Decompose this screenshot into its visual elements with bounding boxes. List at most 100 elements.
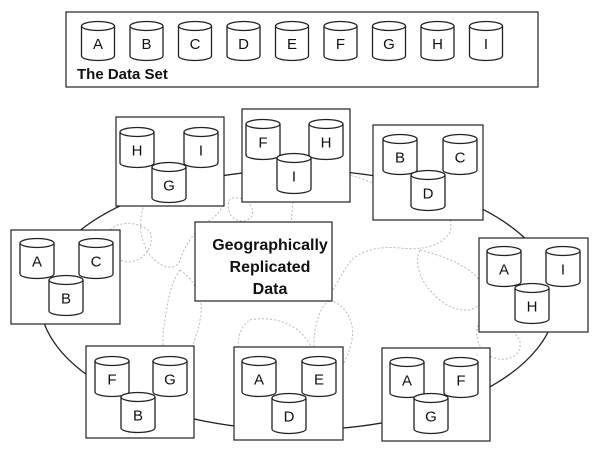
- data-set-item-f: F: [323, 20, 358, 62]
- replica-node-bcd: B C D: [372, 124, 484, 221]
- cylinder-label: C: [91, 254, 102, 271]
- cylinder-body: [241, 361, 277, 398]
- cylinder-label: A: [93, 36, 103, 53]
- replica-item-h: H: [514, 282, 550, 325]
- cylinder-top: [323, 20, 358, 32]
- cylinder-top: [19, 237, 55, 249]
- cylinder-label: H: [321, 135, 332, 152]
- cylinder-body: [514, 288, 550, 325]
- center-label-panel: Geographically Replicated Data: [194, 221, 333, 302]
- cylinder-label: I: [292, 169, 296, 186]
- cylinder-body: [119, 132, 155, 169]
- cylinder-body: [420, 26, 455, 62]
- cylinder-body: [323, 26, 358, 62]
- cylinder-top: [119, 126, 155, 138]
- cylinder-body: [78, 243, 114, 280]
- cylinder-top: [48, 274, 84, 286]
- cylinder-top: [420, 20, 455, 32]
- cylinder-top: [443, 356, 479, 368]
- replica-node-hig: H I G: [115, 116, 225, 207]
- center-label-line-1: Geographically: [212, 237, 328, 254]
- cylinder-top: [308, 118, 344, 130]
- cylinder-body: [442, 139, 478, 176]
- cylinder-body: [371, 26, 407, 62]
- cylinder-label: G: [383, 36, 395, 53]
- cylinder-label: C: [190, 36, 201, 53]
- cylinder-top: [371, 20, 407, 32]
- cylinder-top: [468, 20, 504, 32]
- replica-item-a: A: [389, 356, 425, 399]
- replica-item-i: I: [183, 126, 219, 169]
- cylinder-body: [271, 398, 307, 435]
- replica-item-b: B: [48, 274, 84, 317]
- replica-item-h: H: [308, 118, 344, 161]
- cylinder-body: [177, 26, 213, 62]
- cylinder-label: I: [561, 262, 565, 279]
- cylinder-top: [389, 356, 425, 368]
- replica-item-f: F: [94, 355, 130, 398]
- cylinder-body: [48, 280, 84, 317]
- cylinder-label: D: [238, 36, 249, 53]
- cylinder-body: [413, 398, 449, 435]
- cylinder-body: [410, 175, 446, 212]
- cylinder-label: A: [254, 372, 264, 389]
- data-set-title: The Data Set: [77, 66, 168, 83]
- cylinder-top: [245, 118, 281, 130]
- cylinder-label: G: [425, 409, 437, 426]
- cylinder-top: [152, 355, 188, 367]
- cylinder-top: [151, 161, 187, 173]
- replica-item-c: C: [442, 133, 478, 176]
- cylinder-label: G: [163, 178, 175, 195]
- replica-item-c: C: [78, 237, 114, 280]
- cylinder-top: [241, 355, 277, 367]
- replica-item-f: F: [245, 118, 281, 161]
- replica-item-i: I: [545, 245, 581, 288]
- cylinder-label: F: [258, 135, 267, 152]
- cylinder-top: [94, 355, 130, 367]
- cylinder-body: [151, 167, 187, 204]
- cylinder-top: [413, 392, 449, 404]
- replica-node-fhi: F H I: [241, 108, 351, 203]
- cylinder-body: [301, 361, 337, 398]
- replica-item-a: A: [241, 355, 277, 398]
- cylinder-top: [545, 245, 581, 257]
- cylinder-top: [276, 152, 312, 164]
- cylinder-top: [120, 391, 156, 403]
- replica-item-g: G: [152, 355, 188, 398]
- replica-item-g: G: [151, 161, 187, 204]
- cylinder-label: C: [455, 150, 466, 167]
- cylinder-label: G: [164, 372, 176, 389]
- cylinder-top: [271, 392, 307, 404]
- cylinder-label: D: [423, 186, 434, 203]
- cylinder-body: [129, 26, 164, 62]
- cylinder-top: [301, 355, 337, 367]
- cylinder-top: [183, 126, 219, 138]
- replica-item-g: G: [413, 392, 449, 435]
- cylinder-top: [382, 133, 418, 145]
- replica-item-b: B: [382, 133, 418, 176]
- replica-item-h: H: [119, 126, 155, 169]
- replica-item-d: D: [271, 392, 307, 435]
- cylinder-body: [226, 26, 261, 62]
- data-set-item-c: C: [177, 20, 213, 62]
- cylinder-label: D: [284, 409, 295, 426]
- cylinder-label: H: [132, 143, 143, 160]
- cylinder-top: [442, 133, 478, 145]
- cylinder-label: I: [199, 143, 203, 160]
- data-set-item-e: E: [274, 20, 310, 62]
- data-set-item-d: D: [226, 20, 261, 62]
- replica-item-a: A: [19, 237, 55, 280]
- cylinder-label: H: [432, 36, 443, 53]
- data-set-item-b: B: [129, 20, 164, 62]
- data-set-item-a: A: [80, 20, 116, 62]
- cylinder-top: [486, 245, 522, 257]
- replica-item-i: I: [276, 152, 312, 195]
